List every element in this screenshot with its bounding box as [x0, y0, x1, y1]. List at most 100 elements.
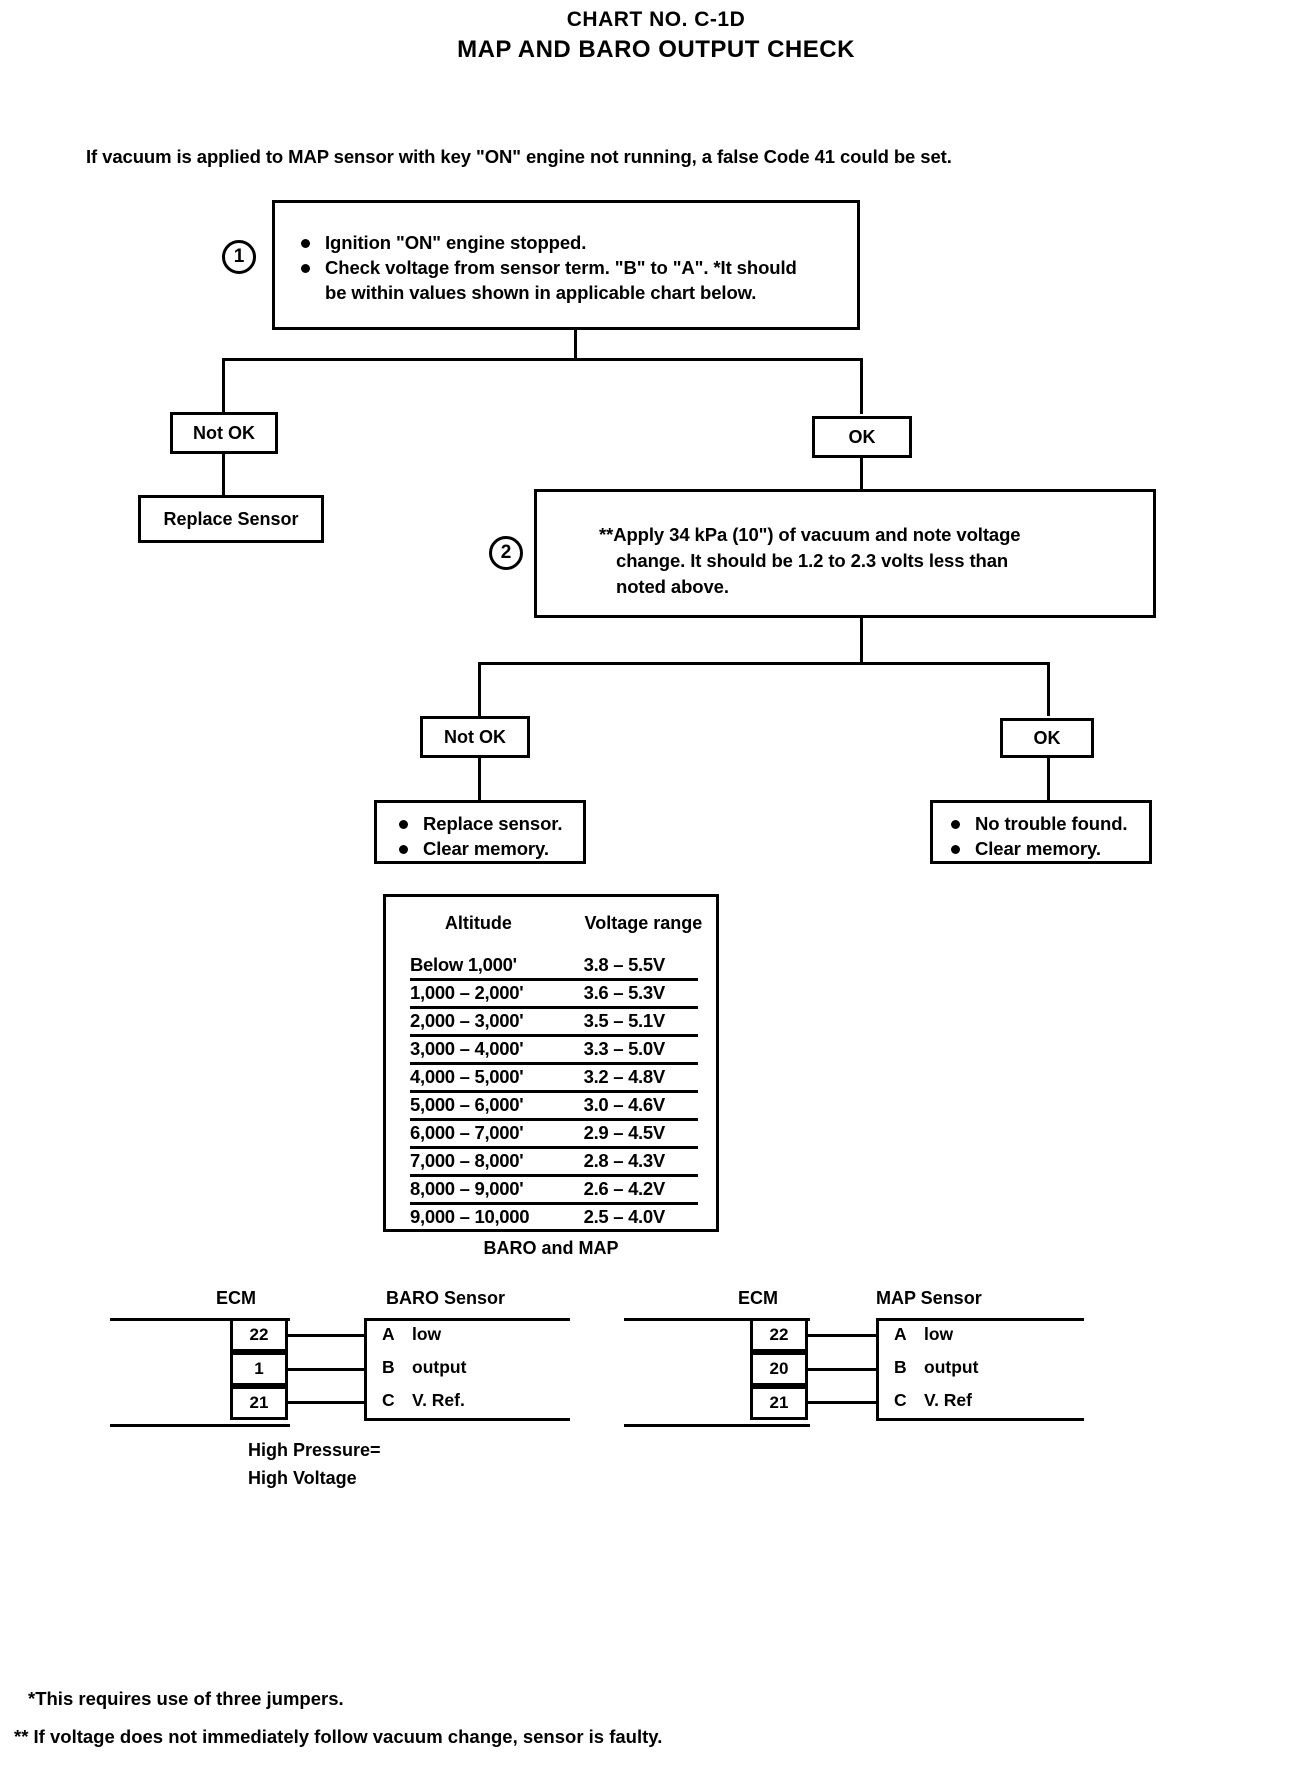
step-1-bullet-1: Ignition "ON" engine stopped. — [295, 230, 857, 255]
step-1-box: Ignition "ON" engine stopped. Check volt… — [272, 200, 860, 330]
map-wire-c — [808, 1401, 878, 1404]
baro-ecm-pin-1: 1 — [230, 1352, 288, 1386]
map-sensor-label: MAP Sensor — [876, 1288, 982, 1308]
connector-to-ok-2 — [1047, 662, 1050, 716]
step-2-box: **Apply 34 kPa (10") of vacuum and note … — [534, 489, 1156, 618]
chart-number: CHART NO. C-1D — [566, 8, 746, 31]
table-row: 2,000 – 3,000'3.5 – 5.1V — [410, 1007, 698, 1037]
connector-notok1-down — [222, 454, 225, 495]
voltage-table-box: Altitude Voltage range Below 1,000'3.8 –… — [383, 894, 719, 1232]
baro-pressure-note-line2: High Voltage — [248, 1468, 357, 1488]
table-row: 5,000 – 6,000'3.0 – 4.6V — [410, 1091, 698, 1121]
column-header-altitude: Altitude — [444, 913, 512, 933]
ok2-action-2: Clear memory. — [945, 836, 1149, 861]
map-terminal-a-pin: A — [894, 1324, 907, 1344]
table-row: 3,000 – 4,000'3.3 – 5.0V — [410, 1035, 698, 1065]
replace-sensor-box: Replace Sensor — [138, 495, 324, 543]
cell-altitude: 2,000 – 3,000' — [410, 1007, 580, 1037]
baro-sensor-body — [364, 1318, 570, 1421]
branch2-ok-box: OK — [1000, 718, 1094, 758]
baro-terminal-c-fn: V. Ref. — [412, 1390, 465, 1410]
connector-to-notok-2 — [478, 662, 481, 716]
baro-ecm-pin-22: 22 — [230, 1318, 288, 1352]
cell-altitude: 5,000 – 6,000' — [410, 1091, 580, 1121]
cell-voltage: 3.5 – 5.1V — [579, 1007, 698, 1037]
step-2-line-2: change. It should be 1.2 to 2.3 volts le… — [616, 550, 1009, 571]
baro-pressure-note: High Pressure= High Voltage — [248, 1436, 381, 1492]
step-2-number: 2 — [489, 536, 523, 570]
intro-note: If vacuum is applied to MAP sensor with … — [86, 146, 952, 167]
step-1-bullet-2-cont: be within values shown in applicable cha… — [325, 282, 757, 303]
connector-ok2-down — [1047, 758, 1050, 804]
cell-altitude: 1,000 – 2,000' — [410, 979, 580, 1009]
cell-voltage: 2.5 – 4.0V — [583, 1206, 666, 1227]
map-terminal-b-fn: output — [924, 1357, 979, 1377]
map-ecm-body — [624, 1318, 810, 1427]
map-wire-a — [808, 1334, 878, 1337]
cell-altitude: 7,000 – 8,000' — [410, 1147, 580, 1177]
cell-voltage: 2.6 – 4.2V — [579, 1175, 698, 1205]
baro-wire-a — [288, 1334, 366, 1337]
footnote-2: ** If voltage does not immediately follo… — [14, 1726, 663, 1747]
table-row: 8,000 – 9,000'2.6 – 4.2V — [410, 1175, 698, 1205]
notok2-action-2: Clear memory. — [393, 836, 583, 861]
voltage-table-header: Altitude Voltage range — [386, 913, 716, 934]
step-2-line-1: **Apply 34 kPa (10") of vacuum and note … — [599, 524, 1021, 545]
baro-terminal-a-pin: A — [382, 1324, 395, 1344]
baro-wire-b — [288, 1368, 366, 1371]
cell-altitude: Below 1,000' — [410, 953, 580, 981]
baro-terminal-b-fn: output — [412, 1357, 467, 1377]
map-sensor-body — [876, 1318, 1084, 1421]
ok2-action-1: No trouble found. — [945, 811, 1149, 836]
branch1-ok-box: OK — [812, 416, 912, 458]
baro-terminal-c: C V. Ref. — [382, 1390, 465, 1411]
cell-voltage: 3.2 – 4.8V — [579, 1063, 698, 1093]
branch2-not-ok-actions-box: Replace sensor. Clear memory. — [374, 800, 586, 864]
map-ecm-pin-21: 21 — [750, 1386, 808, 1420]
step-2-line-3: noted above. — [616, 576, 729, 597]
cell-voltage: 2.9 – 4.5V — [579, 1119, 698, 1149]
connector-step1-horizontal — [222, 358, 863, 361]
baro-ecm-body — [110, 1318, 290, 1427]
map-terminal-c-pin: C — [894, 1390, 907, 1410]
cell-voltage: 2.8 – 4.3V — [579, 1147, 698, 1177]
connector-step2-horizontal — [478, 662, 1050, 665]
cell-altitude: 4,000 – 5,000' — [410, 1063, 580, 1093]
cell-voltage: 3.3 – 5.0V — [579, 1035, 698, 1065]
connector-to-notok-1 — [222, 358, 225, 414]
connector-to-ok-1 — [860, 358, 863, 414]
baro-terminal-b-pin: B — [382, 1357, 395, 1377]
step-1-bullet-2: Check voltage from sensor term. "B" to "… — [295, 255, 857, 280]
step-1-number: 1 — [222, 240, 256, 274]
map-terminal-a-fn: low — [924, 1324, 954, 1344]
cell-voltage: 3.8 – 5.5V — [579, 953, 698, 981]
connector-step2-down — [860, 618, 863, 664]
map-terminal-b-pin: B — [894, 1357, 907, 1377]
connector-notok2-down — [478, 758, 481, 804]
notok2-action-1: Replace sensor. — [393, 811, 583, 836]
table-row: 1,000 – 2,000'3.6 – 5.3V — [410, 979, 698, 1009]
branch1-not-ok-box: Not OK — [170, 412, 278, 454]
cell-voltage: 3.6 – 5.3V — [579, 979, 698, 1009]
baro-ecm-pin-21: 21 — [230, 1386, 288, 1420]
footnote-1: *This requires use of three jumpers. — [28, 1688, 344, 1709]
table-row: 4,000 – 5,000'3.2 – 4.8V — [410, 1063, 698, 1093]
table-row: 7,000 – 8,000'2.8 – 4.3V — [410, 1147, 698, 1177]
connector-ok1-down — [860, 458, 863, 490]
cell-altitude: 6,000 – 7,000' — [410, 1119, 580, 1149]
connector-step1-down — [574, 330, 577, 360]
baro-terminal-c-pin: C — [382, 1390, 395, 1410]
cell-altitude: 8,000 – 9,000' — [410, 1175, 580, 1205]
baro-sensor-label: BARO Sensor — [386, 1288, 506, 1308]
baro-ecm-label: ECM — [216, 1288, 256, 1308]
baro-terminal-a-fn: low — [412, 1324, 442, 1344]
voltage-table: Below 1,000'3.8 – 5.5V 1,000 – 2,000'3.6… — [410, 953, 698, 1230]
